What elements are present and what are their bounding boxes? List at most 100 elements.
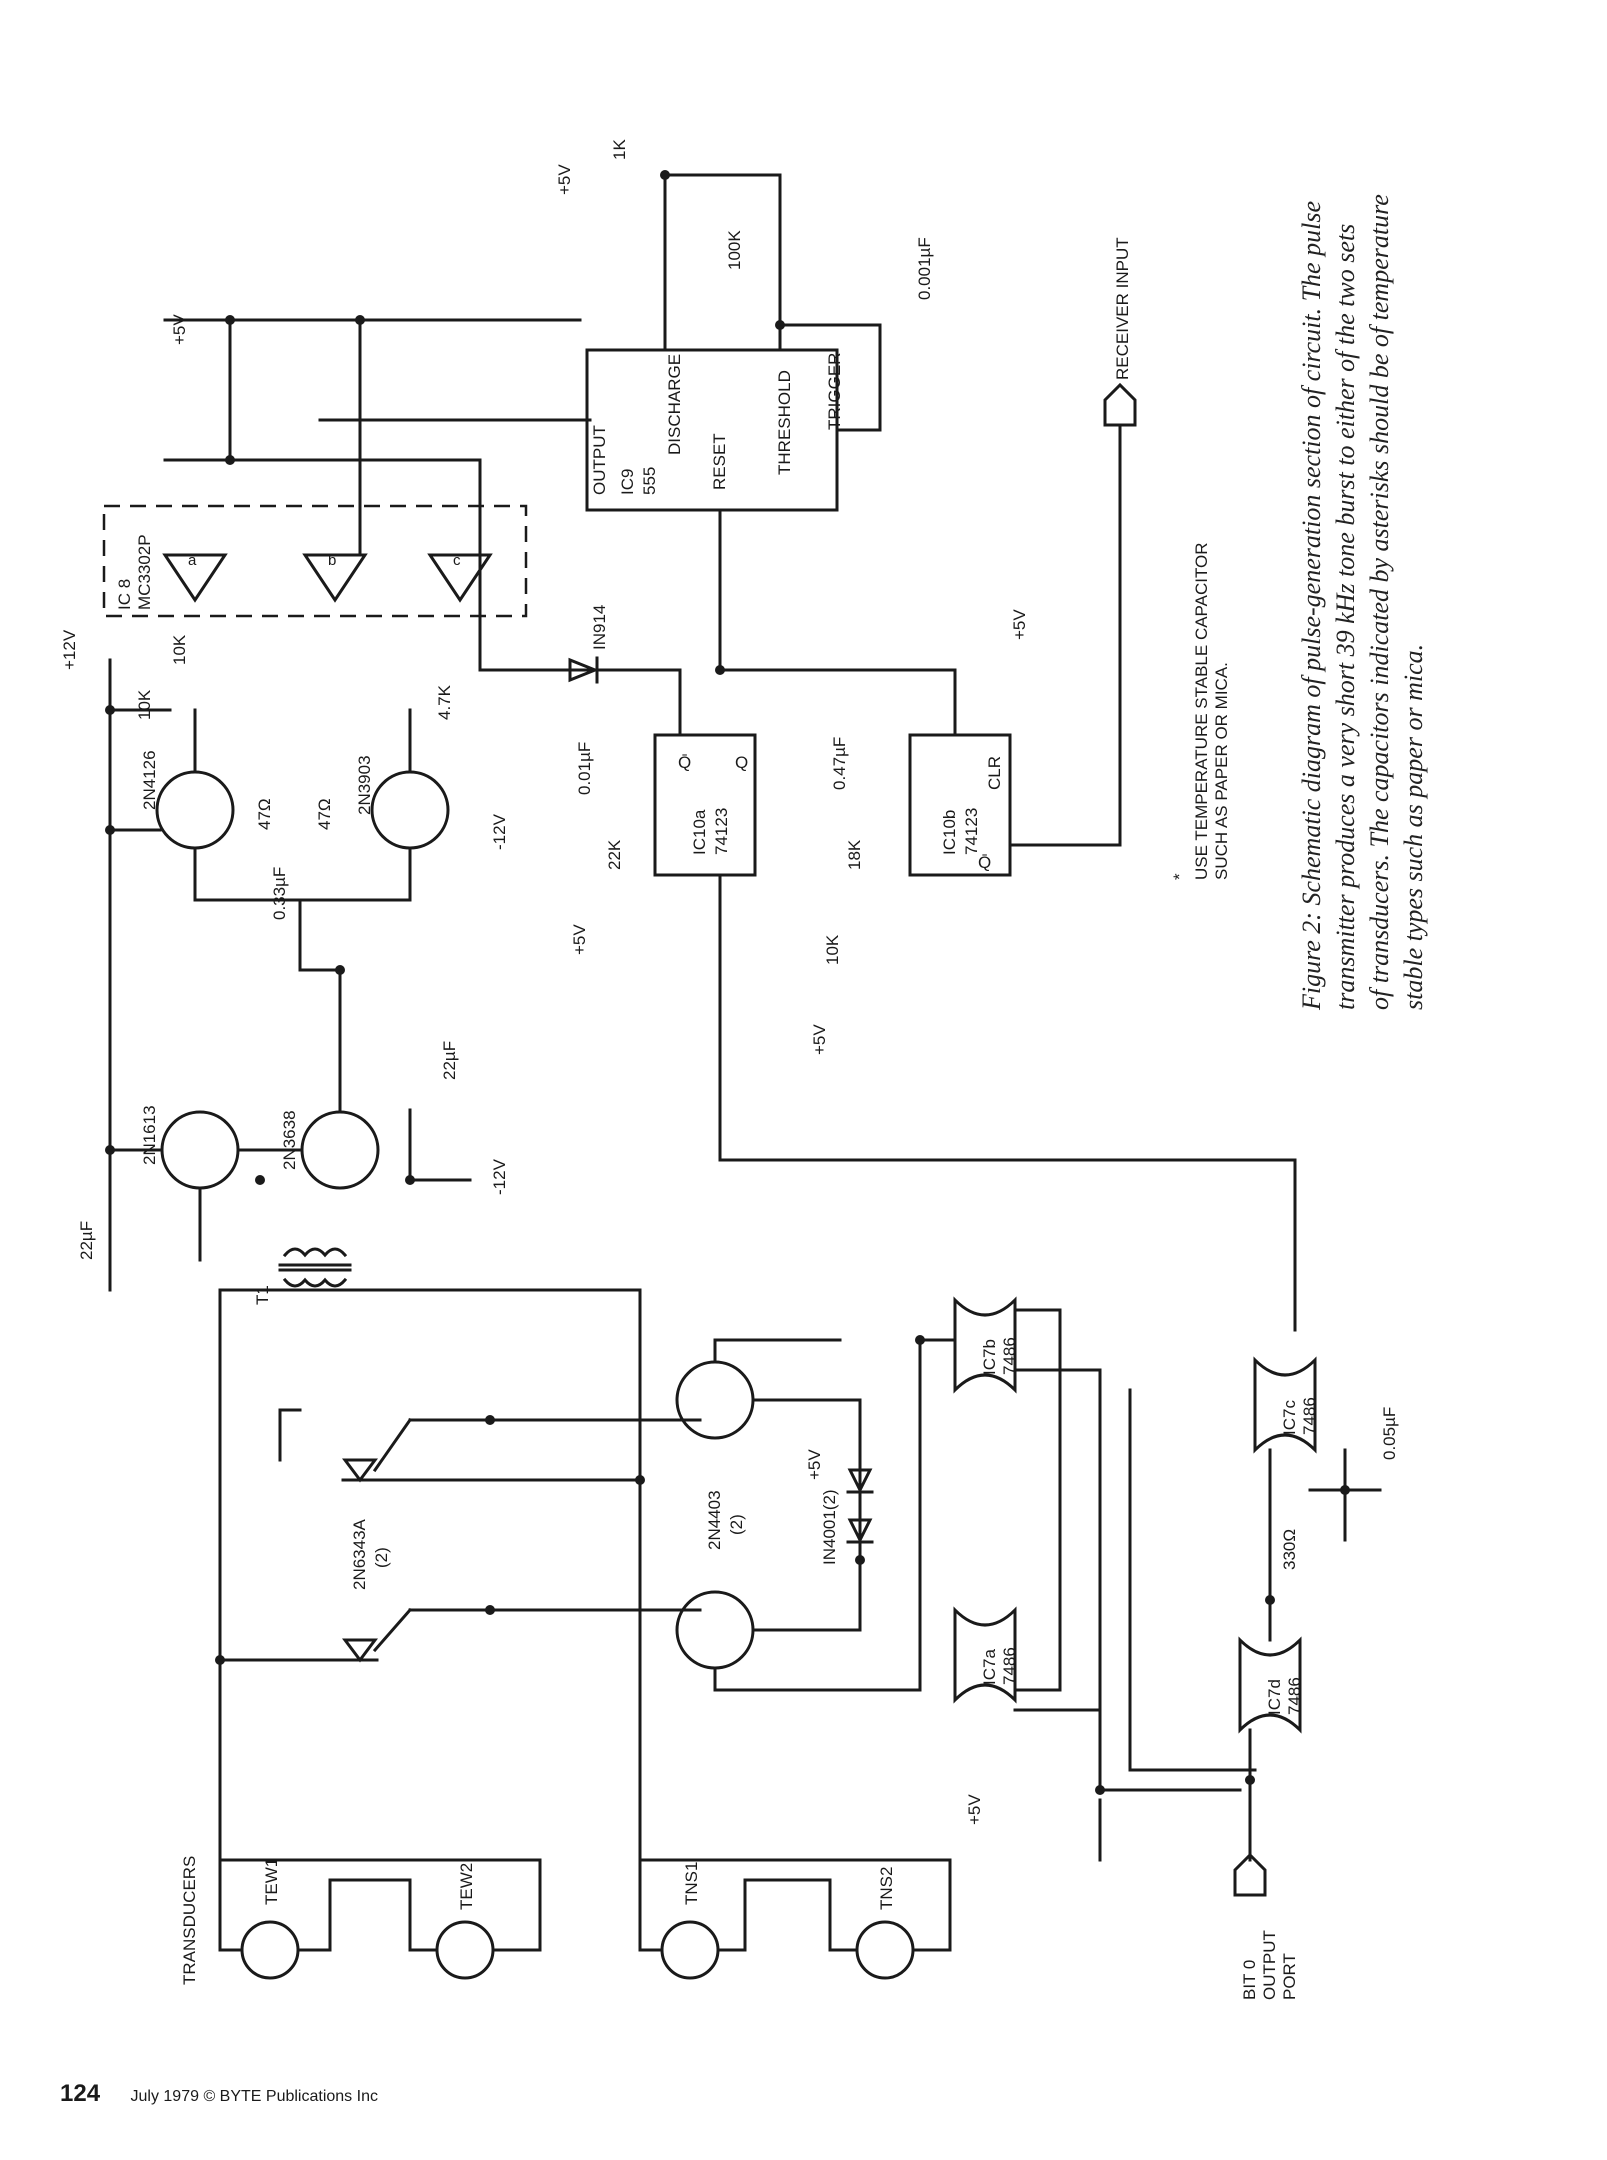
ic8-dashed-box bbox=[102, 504, 528, 618]
q-2n4403-count: (2) bbox=[727, 1514, 746, 1535]
supply-plus12v: +12V bbox=[60, 629, 79, 670]
supply-plus5v-c: +5V bbox=[570, 924, 589, 955]
transducer-tns2 bbox=[855, 1920, 915, 1980]
receiver-input-connector[interactable] bbox=[1103, 382, 1137, 427]
cap-047uf: 0.47µF bbox=[830, 737, 849, 790]
res-330: 330Ω bbox=[1280, 1529, 1299, 1570]
res-4-7k: 4.7K bbox=[435, 684, 454, 720]
supply-minus12v-b: -12V bbox=[490, 1158, 509, 1195]
ic7d-label: IC7d bbox=[1265, 1679, 1284, 1715]
res-47-b: 47Ω bbox=[315, 798, 334, 830]
comp-c-label: c bbox=[453, 552, 461, 569]
ic10b-part: 74123 bbox=[962, 808, 981, 855]
res-100k: 100K bbox=[725, 230, 744, 270]
supply-minus12v-a: -12V bbox=[490, 813, 509, 850]
transistor-2n4403-upper bbox=[675, 1360, 755, 1440]
cap-001uf: 0.01µF bbox=[575, 742, 594, 795]
transistor-2n1613 bbox=[160, 1110, 240, 1190]
t1-label: T1 bbox=[253, 1285, 272, 1305]
comp-b-label: b bbox=[328, 552, 336, 569]
scr-label: 2N6343A bbox=[350, 1518, 369, 1590]
ic8-part: MC3302P bbox=[135, 534, 154, 610]
supply-plus5v-a: +5V bbox=[170, 314, 189, 345]
caption-line-3: of transducers. The capacitors indicated… bbox=[1365, 194, 1394, 1010]
note-star: * bbox=[1170, 873, 1189, 880]
gate-ic7a[interactable] bbox=[953, 1606, 1017, 1704]
receiver-input-label: RECEIVER INPUT bbox=[1113, 237, 1132, 380]
scr-lower bbox=[342, 1638, 378, 1663]
gate-ic7b[interactable] bbox=[953, 1296, 1017, 1394]
ic9-threshold: THRESHOLD bbox=[775, 370, 794, 475]
bit0-label: BIT 0 bbox=[1240, 1960, 1259, 2000]
ic10b-clr: CLR bbox=[985, 756, 1004, 790]
res-18k: 18K bbox=[845, 839, 864, 870]
ic9-reset: RESET bbox=[710, 433, 729, 490]
ic8-label: IC 8 bbox=[115, 579, 134, 610]
cap-005uf: 0.05µF bbox=[1380, 1407, 1399, 1460]
res-47-a: 47Ω bbox=[255, 798, 274, 830]
tns1-label: TNS1 bbox=[682, 1862, 701, 1905]
transistor-2n4403-lower bbox=[675, 1590, 755, 1670]
cap-22uf-a: 22µF bbox=[77, 1221, 96, 1260]
ic7d-part: 7486 bbox=[1285, 1677, 1304, 1715]
transistor-2n3638 bbox=[300, 1110, 380, 1190]
transducer-tew2 bbox=[435, 1920, 495, 1980]
ic10a-label: IC10a bbox=[690, 809, 709, 855]
ic7b-part: 7486 bbox=[1000, 1337, 1019, 1375]
ic9-label: IC9 bbox=[618, 469, 637, 495]
diode-in914 bbox=[568, 657, 600, 683]
ic7c-part: 7486 bbox=[1300, 1397, 1319, 1435]
q-2n3638-label: 2N3638 bbox=[280, 1110, 299, 1170]
res-10k-a: 10K bbox=[135, 689, 154, 720]
caption-line-2: transmitter produces a very short 39 kHz… bbox=[1331, 224, 1360, 1010]
supply-plus5v-d: +5V bbox=[810, 1024, 829, 1055]
tew2-label: TEW2 bbox=[457, 1863, 476, 1910]
ic7a-label: IC7a bbox=[980, 1649, 999, 1685]
diode-in914-label: IN914 bbox=[590, 605, 609, 650]
ic7c-label: IC7c bbox=[1280, 1400, 1299, 1435]
transducer-tns1 bbox=[660, 1920, 720, 1980]
gate-ic7d[interactable] bbox=[1238, 1636, 1302, 1734]
transducer-tew1 bbox=[240, 1920, 300, 1980]
supply-plus5v-b: +5V bbox=[555, 164, 574, 195]
cap-22uf-b: 22µF bbox=[440, 1041, 459, 1080]
q-2n1613-label: 2N1613 bbox=[140, 1105, 159, 1165]
transducers-label: TRANSDUCERS bbox=[180, 1856, 199, 1985]
transistor-2n3903 bbox=[370, 770, 450, 850]
page-number: 124 bbox=[60, 2080, 101, 2107]
caption-line-1: Figure 2: Schematic diagram of pulse-gen… bbox=[1297, 201, 1326, 1011]
cap-033uf: 0.33µF bbox=[270, 867, 289, 920]
bit0-output-label: OUTPUT bbox=[1260, 1930, 1279, 2000]
bit0-port-label: PORT bbox=[1280, 1953, 1299, 2000]
ic10b-box[interactable] bbox=[908, 733, 1012, 877]
supply-plus5v-e: +5V bbox=[1010, 609, 1029, 640]
q-2n3903-label: 2N3903 bbox=[355, 755, 374, 815]
res-10k-c: 10K bbox=[823, 934, 842, 965]
ic9-discharge: DISCHARGE bbox=[665, 354, 684, 455]
transistor-2n4126 bbox=[155, 770, 235, 850]
ic7b-label: IC7b bbox=[980, 1339, 999, 1375]
ic7a-part: 7486 bbox=[1000, 1647, 1019, 1685]
ic9-part: 555 bbox=[640, 467, 659, 495]
ic10b-label: IC10b bbox=[940, 810, 959, 855]
note-line2: SUCH AS PAPER OR MICA. bbox=[1212, 662, 1231, 880]
figure-caption: Figure 2: Schematic diagram of pulse-gen… bbox=[1297, 194, 1428, 1011]
ic10a-part: 74123 bbox=[712, 808, 731, 855]
note-line1: USE TEMPERATURE STABLE CAPACITOR bbox=[1192, 542, 1211, 880]
ic10a-box[interactable] bbox=[653, 733, 757, 877]
transformer-t1 bbox=[278, 1247, 352, 1288]
supply-plus5v-g: +5V bbox=[965, 1794, 984, 1825]
bit0-connector[interactable] bbox=[1233, 1852, 1267, 1897]
ic10a-qbar-label: Q̄ bbox=[678, 753, 691, 772]
ic10a-q-label: Q bbox=[735, 753, 748, 772]
tew1-label: TEW1 bbox=[262, 1858, 281, 1905]
q-2n4126-label: 2N4126 bbox=[140, 750, 159, 810]
caption-line-4: stable types such as paper or mica. bbox=[1399, 644, 1428, 1010]
gate-ic7c[interactable] bbox=[1253, 1356, 1317, 1454]
footer-text: July 1979 © BYTE Publications Inc bbox=[130, 2088, 378, 2105]
cap-0001uf: 0.001µF bbox=[915, 237, 934, 300]
ic10b-qbar-label: Q̄ bbox=[978, 853, 991, 872]
supply-plus5v-f: +5V bbox=[805, 1449, 824, 1480]
